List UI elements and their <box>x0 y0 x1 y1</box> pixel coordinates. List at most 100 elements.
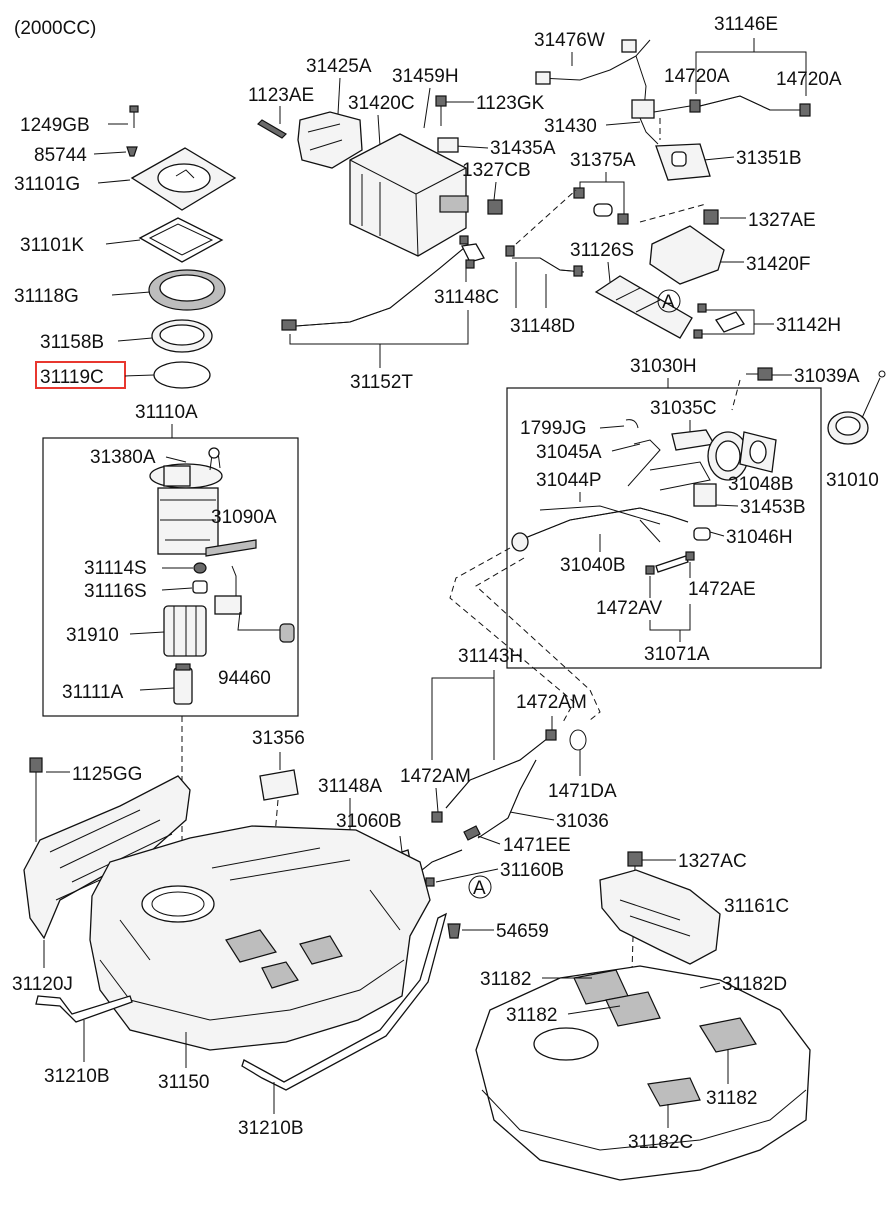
part-label-1472am-top[interactable]: 1472AM <box>516 692 587 713</box>
part-label-31425a[interactable]: 31425A <box>306 56 372 77</box>
part-label-31150[interactable]: 31150 <box>158 1072 209 1093</box>
leader-line <box>124 374 155 377</box>
clamp-1471da-part <box>569 729 587 751</box>
nut-1327cb-part <box>487 199 503 215</box>
part-label-31375a[interactable]: 31375A <box>570 150 636 171</box>
part-label-31420c[interactable]: 31420C <box>348 93 415 114</box>
part-label-31126s[interactable]: 31126S <box>570 240 634 261</box>
part-label-31435a[interactable]: 31435A <box>490 138 556 159</box>
part-label-1327ae[interactable]: 1327AE <box>748 210 816 231</box>
ring-31118g-part <box>148 269 226 311</box>
part-label-31035c[interactable]: 31035C <box>650 398 717 419</box>
part-label-31420f[interactable]: 31420F <box>746 254 810 275</box>
part-label-31210b-left[interactable]: 31210B <box>44 1066 110 1087</box>
part-label-31040b[interactable]: 31040B <box>560 555 626 576</box>
part-label-1123gk[interactable]: 1123GK <box>476 93 545 114</box>
part-label-31030h[interactable]: 31030H <box>630 356 697 377</box>
part-label-31161c[interactable]: 31161C <box>724 896 789 917</box>
part-label-31148d[interactable]: 31148D <box>510 316 575 337</box>
part-label-1249gb[interactable]: 1249GB <box>20 115 90 136</box>
part-label-1471ee[interactable]: 1471EE <box>503 835 571 856</box>
part-label-31430[interactable]: 31430 <box>544 116 597 137</box>
part-label-31142h[interactable]: 31142H <box>776 315 841 336</box>
part-label-1471da[interactable]: 1471DA <box>548 781 617 802</box>
part-label-31044p[interactable]: 31044P <box>536 470 602 491</box>
part-label-31118g[interactable]: 31118G <box>14 286 79 307</box>
leader-line <box>699 982 721 989</box>
part-label-94460[interactable]: 94460 <box>218 668 271 689</box>
part-label-31182c[interactable]: 31182C <box>628 1132 693 1153</box>
part-label-1799jg[interactable]: 1799JG <box>520 418 587 439</box>
part-label-31039a[interactable]: 31039A <box>794 366 860 387</box>
part-label-1472am-left[interactable]: 1472AM <box>400 766 471 787</box>
selected-part-highlight <box>35 361 126 389</box>
svg-text:A: A <box>473 878 486 899</box>
part-label-31380a[interactable]: 31380A <box>90 447 156 468</box>
part-label-31146e[interactable]: 31146E <box>714 14 778 35</box>
part-label-31060b[interactable]: 31060B <box>336 811 402 832</box>
screw-1249gb-part <box>129 105 139 128</box>
part-label-1123ae[interactable]: 1123AE <box>248 85 314 106</box>
part-label-31453b[interactable]: 31453B <box>740 497 806 518</box>
part-label-31476w[interactable]: 31476W <box>534 30 605 51</box>
part-label-31110a[interactable]: 31110A <box>135 402 198 423</box>
part-label-31090a[interactable]: 31090A <box>211 507 277 528</box>
part-label-31048b[interactable]: 31048B <box>728 474 794 495</box>
part-label-14720a-left[interactable]: 14720A <box>664 66 730 87</box>
part-label-31101g[interactable]: 31101G <box>14 174 80 195</box>
leader-line <box>377 114 381 147</box>
leader-line <box>695 38 755 94</box>
part-label-31160b[interactable]: 31160B <box>500 860 564 881</box>
part-label-31459h[interactable]: 31459H <box>392 66 459 87</box>
part-label-31351b[interactable]: 31351B <box>736 148 802 169</box>
part-label-31182-c[interactable]: 31182 <box>706 1088 757 1109</box>
gasket-31101k-part <box>138 217 224 263</box>
part-label-31120j[interactable]: 31120J <box>12 974 73 995</box>
part-label-31101k[interactable]: 31101K <box>20 235 84 256</box>
part-label-14720a-right[interactable]: 14720A <box>776 69 842 90</box>
part-label-54659[interactable]: 54659 <box>496 921 549 942</box>
part-label-85744[interactable]: 85744 <box>34 145 87 166</box>
leader-line <box>754 51 807 96</box>
bolt-1123ae-part <box>257 119 287 139</box>
part-label-31036[interactable]: 31036 <box>556 811 609 832</box>
leader-line <box>435 868 499 883</box>
part-label-31182-a[interactable]: 31182 <box>480 969 531 990</box>
alignment-dash-line <box>731 379 741 411</box>
leader-line <box>423 87 431 129</box>
tube-31142h-part <box>693 303 745 339</box>
part-label-31071a[interactable]: 31071A <box>644 644 710 665</box>
part-label-31143h[interactable]: 31143H <box>458 646 523 667</box>
part-label-1327cb[interactable]: 1327CB <box>462 160 531 181</box>
part-label-1472av[interactable]: 1472AV <box>596 598 663 619</box>
part-label-31182-b[interactable]: 31182 <box>506 1005 557 1026</box>
nut-1327ae-part <box>703 209 719 225</box>
part-label-31182d[interactable]: 31182D <box>722 974 787 995</box>
clamp-1472am-part <box>545 729 557 741</box>
part-label-31148c[interactable]: 31148C <box>434 287 499 308</box>
part-label-31210b-bottom[interactable]: 31210B <box>238 1118 304 1139</box>
part-label-1472ae[interactable]: 1472AE <box>688 579 756 600</box>
part-label-31114s[interactable]: 31114S <box>84 558 147 579</box>
part-label-31045a[interactable]: 31045A <box>536 442 602 463</box>
part-label-31910[interactable]: 31910 <box>66 625 119 646</box>
part-label-31148a[interactable]: 31148A <box>318 776 382 797</box>
part-label-31119c[interactable]: 31119C <box>40 367 104 388</box>
part-label-1327ac[interactable]: 1327AC <box>678 851 747 872</box>
harness-31476w-part <box>535 39 651 111</box>
part-label-31010[interactable]: 31010 <box>826 470 879 491</box>
part-label-31356[interactable]: 31356 <box>252 728 305 749</box>
part-label-31158b[interactable]: 31158B <box>40 332 104 353</box>
part-label-1125gg[interactable]: 1125GG <box>72 764 142 785</box>
leader-line <box>161 587 193 591</box>
clip-85744-part <box>126 146 138 157</box>
part-label-31152t[interactable]: 31152T <box>350 372 413 393</box>
valve-31351b-part <box>655 143 711 181</box>
part-label-31046h[interactable]: 31046H <box>726 527 793 548</box>
bolt-1125gg-part <box>29 757 43 842</box>
part-label-31116s[interactable]: 31116S <box>84 581 147 602</box>
hose-31375a-part <box>573 187 629 225</box>
part-label-31111a[interactable]: 31111A <box>62 682 124 703</box>
hose-31148c-part <box>459 235 485 269</box>
